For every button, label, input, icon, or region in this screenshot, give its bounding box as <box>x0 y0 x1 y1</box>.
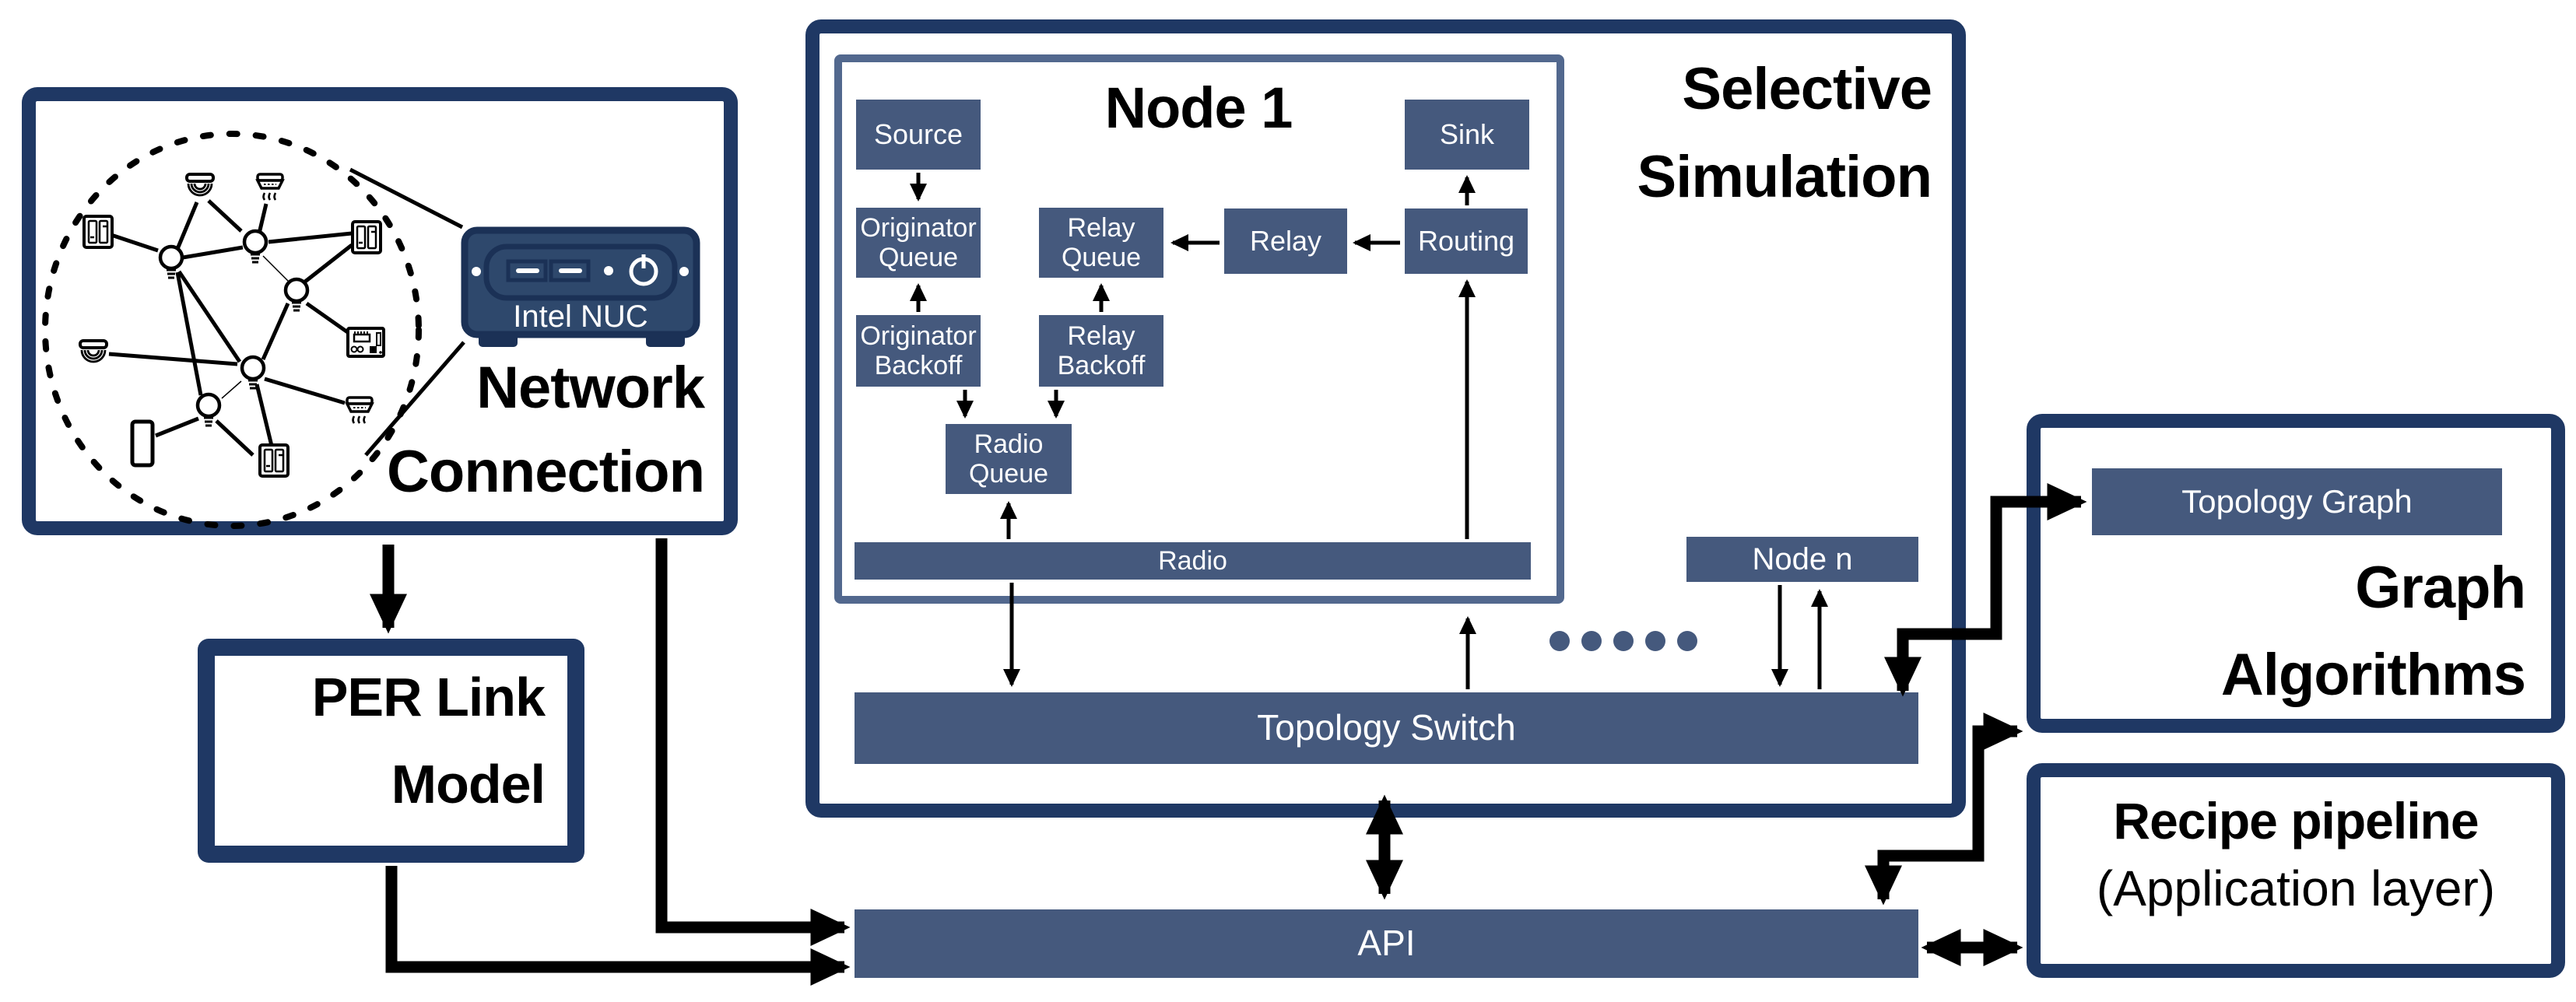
network-connection-title-line1: Network <box>476 355 705 421</box>
selective-simulation-title: Selective Simulation <box>1556 45 1932 221</box>
sink-label: Sink <box>1439 117 1495 150</box>
recipe-pipeline-box <box>2027 763 2565 978</box>
arrow-per-link-model-to-api <box>385 866 851 986</box>
api-block: API <box>855 909 1918 978</box>
api-label: API <box>1357 923 1416 964</box>
node-n-label: Node n <box>1752 541 1853 576</box>
graph-algorithms-title: Graph Algorithms <box>2101 545 2526 719</box>
relay-queue-block: Relay Queue <box>1039 208 1163 278</box>
topology-graph-block: Topology Graph <box>2092 468 2502 535</box>
relay-queue-label: Relay Queue <box>1061 212 1142 272</box>
recipe-pipeline-line2: (Application layer) <box>2096 860 2496 916</box>
originator-queue-label: Originator Queue <box>860 212 977 272</box>
relay-label: Relay <box>1249 224 1322 257</box>
relay-backoff-label: Relay Backoff <box>1057 321 1146 380</box>
selective-simulation-title-line2: Simulation <box>1637 144 1932 210</box>
radio-queue-label: Radio Queue <box>968 429 1049 489</box>
radio-queue-block: Radio Queue <box>946 424 1072 494</box>
source-block: Source <box>856 100 981 170</box>
node-1-title: Node 1 <box>1104 75 1293 140</box>
recipe-pipeline-line1: Recipe pipeline <box>2113 792 2479 850</box>
sink-block: Sink <box>1405 100 1529 170</box>
topology-switch-block: Topology Switch <box>855 692 1918 764</box>
originator-backoff-label: Originator Backoff <box>860 321 977 380</box>
node-n-block: Node n <box>1686 537 1918 582</box>
relay-backoff-block: Relay Backoff <box>1039 315 1163 387</box>
per-link-model-line1: PER Link <box>311 667 546 727</box>
recipe-pipeline-title: Recipe pipeline (Application layer) <box>2041 795 2551 913</box>
relay-block: Relay <box>1224 208 1347 274</box>
per-link-model-title: PER Link Model <box>215 653 546 828</box>
network-connection-title-line2: Connection <box>387 439 705 505</box>
originator-backoff-block: Originator Backoff <box>856 315 981 387</box>
source-label: Source <box>873 117 963 150</box>
topology-graph-label: Topology Graph <box>2181 483 2413 520</box>
originator-queue-block: Originator Queue <box>856 208 981 278</box>
selective-simulation-title-line1: Selective <box>1682 56 1932 122</box>
graph-algorithms-box <box>2027 414 2565 733</box>
per-link-model-line2: Model <box>391 754 546 815</box>
topology-switch-label: Topology Switch <box>1257 707 1516 748</box>
per-link-model-box <box>198 639 584 863</box>
graph-algorithms-title-line2: Algorithms <box>2220 642 2526 708</box>
routing-block: Routing <box>1405 208 1528 274</box>
routing-label: Routing <box>1417 224 1515 257</box>
graph-algorithms-title-line1: Graph <box>2355 555 2526 621</box>
radio-label: Radio <box>1158 545 1227 576</box>
radio-block: Radio <box>855 542 1531 580</box>
